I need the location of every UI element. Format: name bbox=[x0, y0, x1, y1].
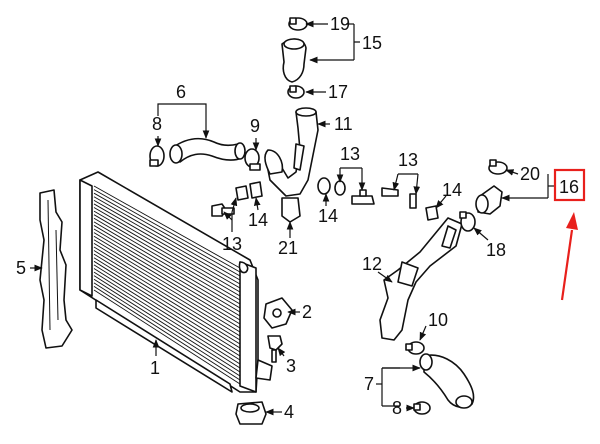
intercooler-fin bbox=[93, 286, 241, 381]
part-11-pipe bbox=[264, 107, 319, 197]
part-10-clamp bbox=[405, 341, 425, 355]
part-13-bolt-left bbox=[211, 203, 235, 217]
part-18-clamp bbox=[459, 211, 476, 232]
part-19-clamp bbox=[288, 17, 308, 31]
part-7-hose bbox=[419, 353, 475, 409]
intercooler-fin bbox=[93, 228, 241, 317]
callout-14-left: 14 bbox=[248, 210, 268, 230]
callout-15: 15 bbox=[362, 33, 382, 53]
callout-14-right: 14 bbox=[442, 180, 462, 200]
part-14-grommet-left bbox=[235, 185, 249, 201]
intercooler-fins bbox=[93, 185, 241, 385]
callout-6: 6 bbox=[176, 82, 186, 102]
intercooler-fin bbox=[93, 257, 241, 349]
intercooler-fin bbox=[93, 282, 241, 377]
highlight-pointer-arrowhead bbox=[566, 212, 578, 230]
part-2-bracket bbox=[263, 297, 293, 329]
callout-8-top: 8 bbox=[152, 114, 162, 134]
part-8-clamp-top bbox=[149, 145, 165, 167]
intercooler-fin bbox=[93, 185, 241, 269]
intercooler-fin bbox=[93, 207, 241, 293]
highlight-pointer-arrow bbox=[560, 229, 574, 301]
part-3-bolt bbox=[267, 335, 283, 363]
part-4-mount bbox=[235, 401, 267, 425]
intercooler-fin bbox=[93, 196, 241, 281]
callout-2: 2 bbox=[302, 302, 312, 322]
intercooler-fin bbox=[93, 189, 241, 273]
intercooler-fin bbox=[93, 271, 241, 365]
intercooler-fin bbox=[93, 289, 241, 385]
callout-21: 21 bbox=[278, 238, 298, 258]
intercooler-fin bbox=[93, 275, 241, 369]
callout-18: 18 bbox=[486, 240, 506, 260]
callout-12: 12 bbox=[362, 254, 382, 274]
callout-5: 5 bbox=[16, 258, 26, 278]
intercooler-fin bbox=[93, 239, 241, 329]
callout-11: 11 bbox=[334, 114, 353, 134]
part-14-grommet-right bbox=[317, 177, 331, 195]
intercooler-fin bbox=[93, 242, 241, 333]
callout-16: 16 bbox=[559, 177, 579, 197]
highlight-box bbox=[553, 168, 586, 202]
intercooler-fin bbox=[93, 199, 241, 285]
part-1-intercooler bbox=[79, 171, 273, 393]
part-15-hose bbox=[281, 38, 307, 83]
callout-19: 19 bbox=[330, 14, 350, 34]
callout-13-middle: 13 bbox=[340, 144, 360, 164]
part-12-pipe bbox=[379, 217, 463, 341]
part-16-hose bbox=[475, 185, 503, 215]
part-17-clamp bbox=[287, 85, 305, 99]
part-14-grommet-mid bbox=[249, 181, 263, 199]
callout-3: 3 bbox=[286, 356, 296, 376]
intercooler-fin bbox=[93, 278, 241, 373]
intercooler-fin bbox=[93, 253, 241, 345]
part-13-washer bbox=[334, 180, 346, 196]
intercooler-fin bbox=[93, 250, 241, 341]
part-8-clamp-bottom bbox=[413, 401, 431, 415]
part-9-clamp bbox=[244, 148, 261, 171]
intercooler-fin bbox=[93, 217, 241, 305]
intercooler-fin bbox=[93, 264, 241, 357]
intercooler-fin bbox=[93, 225, 241, 313]
callout-1: 1 bbox=[150, 358, 160, 378]
callout-labels: 19 15 17 11 6 8 9 13 14 21 14 13 13 14 2… bbox=[16, 14, 579, 422]
part-13-bolt-right bbox=[381, 187, 417, 209]
callout-14-middle: 14 bbox=[318, 206, 338, 226]
part-6-hose bbox=[169, 137, 246, 164]
intercooler-fin bbox=[93, 260, 241, 353]
part-13-bolt-mid bbox=[351, 189, 375, 205]
part-20-clamp bbox=[488, 159, 508, 175]
intercooler-fin bbox=[93, 235, 241, 325]
callout-13-right: 13 bbox=[398, 150, 418, 170]
part-21-bracket bbox=[281, 197, 301, 223]
callout-17: 17 bbox=[328, 82, 348, 102]
callout-7: 7 bbox=[364, 374, 374, 394]
callout-20: 20 bbox=[520, 164, 540, 184]
callout-4: 4 bbox=[284, 402, 294, 422]
intercooler-fin bbox=[93, 232, 241, 321]
leader-lines bbox=[30, 20, 556, 416]
intercooler-fin bbox=[93, 214, 241, 301]
intercooler-fin bbox=[93, 203, 241, 289]
intercooler-fin bbox=[93, 192, 241, 277]
part-14-grommet-far bbox=[425, 205, 439, 221]
intercooler-fin bbox=[93, 221, 241, 309]
highlight bbox=[553, 168, 586, 301]
callout-10: 10 bbox=[428, 310, 448, 330]
callout-13-left: 13 bbox=[222, 234, 242, 254]
part-5-side-bracket bbox=[39, 189, 73, 349]
callout-8-bottom: 8 bbox=[392, 398, 402, 418]
intercooler-fin bbox=[93, 246, 241, 337]
intercooler-fin bbox=[93, 210, 241, 297]
intercooler-fin bbox=[93, 268, 241, 361]
callout-9: 9 bbox=[250, 116, 260, 136]
